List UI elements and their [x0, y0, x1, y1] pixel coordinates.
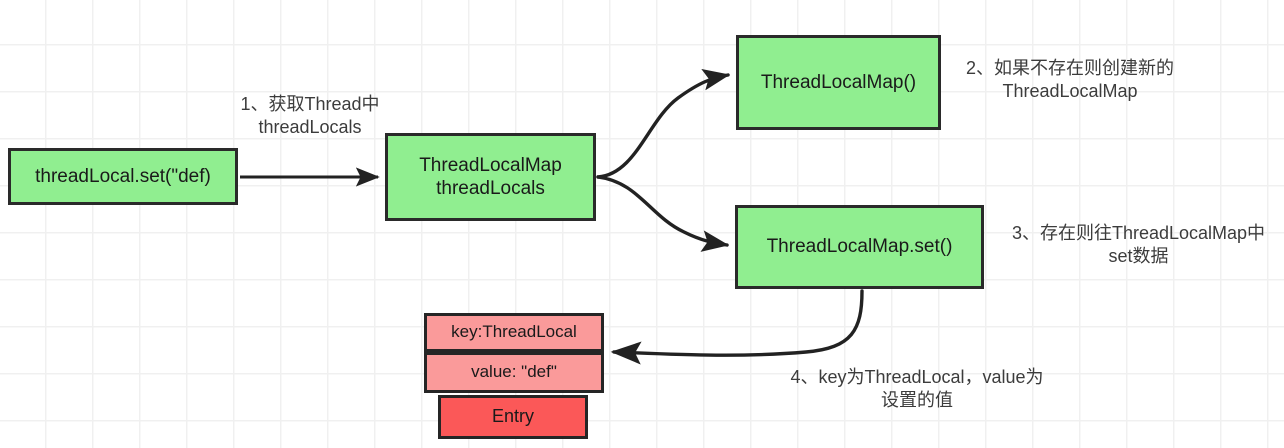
edge-set-to-entry — [610, 289, 864, 365]
edge-threadlocals-to-ctor — [596, 68, 731, 179]
node-threadlocalmap-threadlocals-line2: threadLocals — [436, 178, 545, 199]
node-threadlocalmap-threadlocals-line1: ThreadLocalMap — [419, 154, 562, 176]
entry-title-box[interactable]: Entry — [438, 395, 588, 439]
label-step-1: 1、获取Thread中 threadLocals — [240, 94, 380, 138]
label-step-4: 4、key为ThreadLocal，value为 设置的值 — [790, 367, 1044, 411]
node-threadlocalmap-threadlocals[interactable]: ThreadLocalMap threadLocals — [385, 133, 596, 221]
entry-key-row[interactable]: key:ThreadLocal — [424, 313, 604, 352]
node-threadlocal-set[interactable]: threadLocal.set("def) — [8, 148, 238, 205]
node-threadlocalmap-constructor[interactable]: ThreadLocalMap() — [736, 35, 941, 130]
entry-value-row[interactable]: value: "def" — [424, 352, 604, 393]
node-threadlocalmap-set[interactable]: ThreadLocalMap.set() — [735, 205, 984, 289]
label-step-2: 2、如果不存在则创建新的 ThreadLocalMap — [965, 58, 1174, 102]
label-step-3: 3、存在则往ThreadLocalMap中 set数据 — [1011, 223, 1266, 267]
edge-threadlocals-to-set — [596, 175, 730, 252]
